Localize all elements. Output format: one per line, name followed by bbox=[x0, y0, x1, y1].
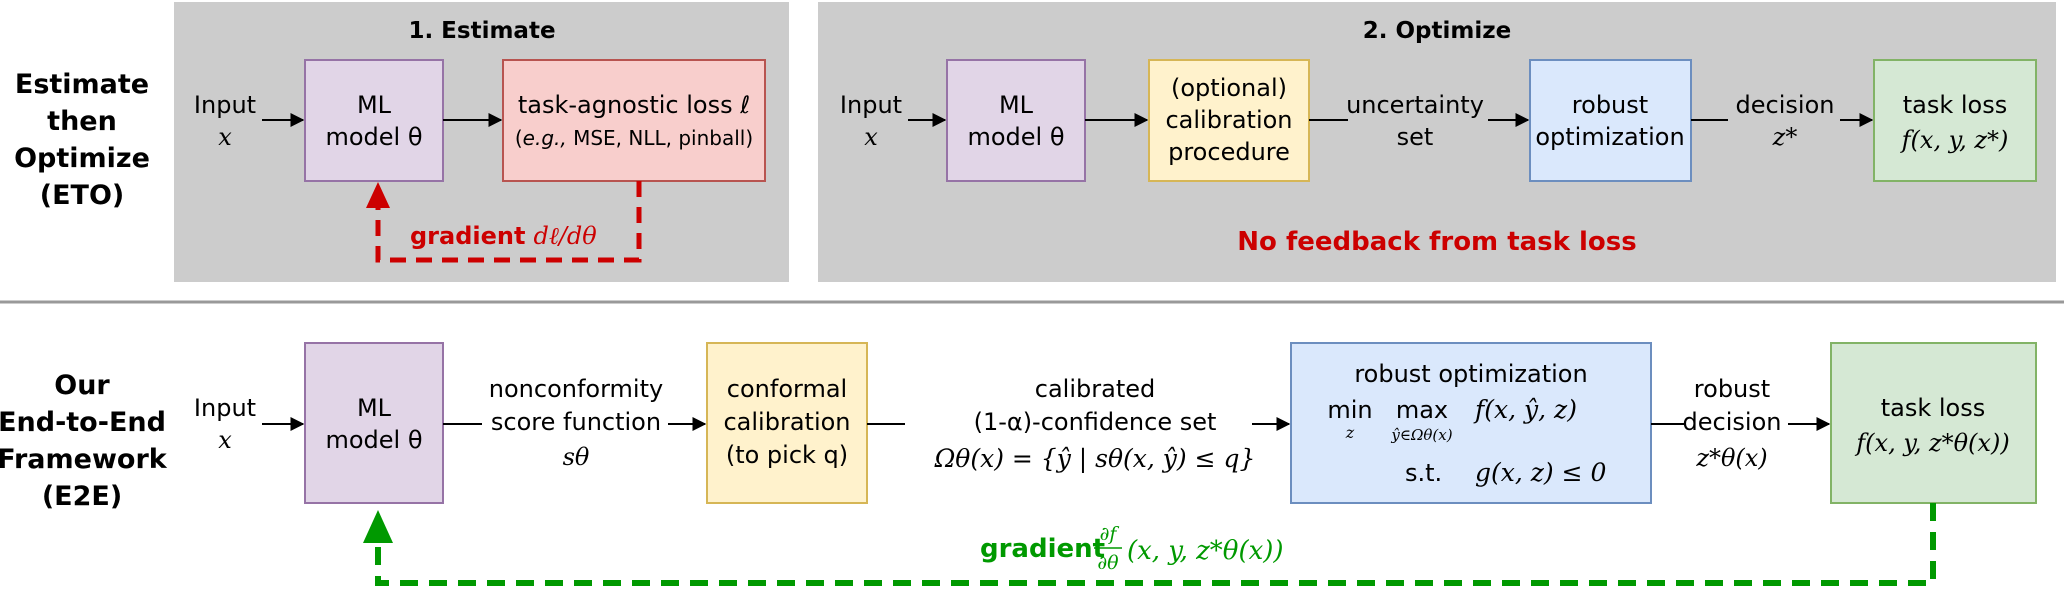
svg-text:s.t.: s.t. bbox=[1405, 459, 1442, 487]
eto-task-loss-line1: task loss bbox=[1903, 91, 2008, 119]
e2e-robust-title: robust optimization bbox=[1354, 360, 1587, 388]
svg-text:x: x bbox=[864, 123, 878, 151]
uncertainty-set-label: uncertainty set bbox=[1346, 91, 1484, 151]
confidence-set-label: calibrated (1-α)-confidence set Ωθ(x) = … bbox=[934, 375, 1256, 474]
estimate-gradient-feedback-arrow bbox=[375, 181, 642, 263]
svg-text:Framework: Framework bbox=[0, 444, 168, 475]
optimize-title: 2. Optimize bbox=[1363, 18, 1511, 44]
svg-text:then: then bbox=[47, 106, 117, 137]
conformal-calibration-box bbox=[706, 342, 868, 504]
score-function-label: nonconformity score function sθ bbox=[489, 375, 663, 471]
svg-text:robust: robust bbox=[1694, 375, 1770, 403]
svg-text:(E2E): (E2E) bbox=[42, 481, 122, 512]
e2e-gradient-feedback-arrow bbox=[375, 503, 1936, 586]
svg-text:calibrated: calibrated bbox=[1035, 375, 1155, 403]
eto-task-loss-box bbox=[1873, 59, 2037, 182]
e2e-task-loss-box bbox=[1830, 342, 2037, 504]
optimize-ml-model-box bbox=[946, 59, 1086, 182]
robust-constraint: s.t. g(x, z) ≤ 0 bbox=[1405, 458, 1607, 487]
robust-optimization-line1: robust bbox=[1572, 91, 1648, 119]
robust-decision-label: robust decision z*θ(x) bbox=[1683, 375, 1782, 472]
svg-text:Our: Our bbox=[54, 370, 110, 401]
estimate-ml-model-box bbox=[304, 59, 444, 182]
svg-text:Ωθ(x) = {ŷ | sθ(x, ŷ) ≤ q}: Ωθ(x) = {ŷ | sθ(x, ŷ) ≤ q} bbox=[934, 444, 1256, 474]
task-agnostic-loss-line1: task-agnostic loss ℓ bbox=[518, 91, 750, 119]
svg-text:x: x bbox=[218, 123, 232, 151]
task-agnostic-loss-box bbox=[502, 59, 766, 182]
svg-text:End-to-End: End-to-End bbox=[0, 407, 166, 438]
svg-text:Input: Input bbox=[840, 91, 902, 119]
conformal-calibration-line3: (to pick q) bbox=[726, 441, 848, 469]
svg-text:Optimize: Optimize bbox=[14, 143, 150, 174]
svg-text:g(x, z) ≤ 0: g(x, z) ≤ 0 bbox=[1475, 458, 1607, 487]
svg-text:Input: Input bbox=[194, 91, 256, 119]
svg-text:x: x bbox=[218, 426, 232, 454]
optimize-ml-model-line1: ML bbox=[999, 91, 1034, 119]
e2e-gradient-label: gradient ∂f ∂θ (x, y, z*θ(x)) bbox=[980, 523, 1284, 574]
conformal-calibration-line2: calibration bbox=[723, 408, 850, 436]
estimate-ml-model-line1: ML bbox=[357, 91, 392, 119]
svg-text:z*θ(x): z*θ(x) bbox=[1695, 444, 1767, 472]
svg-text:(x, y, z*θ(x)): (x, y, z*θ(x)) bbox=[1127, 536, 1284, 566]
svg-text:decision: decision bbox=[1736, 91, 1835, 119]
e2e-ml-model-line1: ML bbox=[357, 394, 392, 422]
robust-objective: min z max ŷ∈Ωθ(x) f(x, ŷ, z) bbox=[1327, 395, 1577, 444]
svg-text:decision: decision bbox=[1683, 408, 1782, 436]
estimate-gradient-arrowhead bbox=[366, 182, 390, 208]
svg-text:set: set bbox=[1397, 123, 1434, 151]
svg-text:∂f: ∂f bbox=[1100, 523, 1120, 545]
svg-text:f(x, ŷ, z): f(x, ŷ, z) bbox=[1473, 395, 1577, 424]
svg-text:gradient: gradient bbox=[980, 534, 1105, 564]
svg-text:max: max bbox=[1396, 396, 1448, 424]
svg-text:ŷ∈Ωθ(x): ŷ∈Ωθ(x) bbox=[1390, 426, 1452, 444]
e2e-gradient-arrowhead bbox=[363, 510, 393, 543]
e2e-ml-model-line2: model θ bbox=[325, 426, 422, 454]
estimate-input-label: Input x bbox=[194, 91, 256, 151]
svg-text:Estimate: Estimate bbox=[15, 69, 149, 100]
robust-optimization-box bbox=[1529, 59, 1692, 182]
eto-row-label: Estimate then Optimize (ETO) bbox=[14, 69, 150, 211]
e2e-row-label: Our End-to-End Framework (E2E) bbox=[0, 370, 168, 512]
decision-label: decision z* bbox=[1736, 91, 1835, 151]
optimize-input-label: Input x bbox=[840, 91, 902, 151]
estimate-ml-model-line2: model θ bbox=[325, 123, 422, 151]
svg-text:sθ: sθ bbox=[563, 443, 590, 471]
e2e-task-loss-formula: f(x, y, z*θ(x)) bbox=[1854, 429, 2009, 457]
e2e-input-label: Input x bbox=[194, 394, 256, 454]
optional-calibration-line2: calibration bbox=[1165, 106, 1292, 134]
eto-task-loss-formula: f(x, y, z*) bbox=[1900, 126, 2009, 154]
optional-calibration-line3: procedure bbox=[1168, 138, 1290, 166]
svg-text:min: min bbox=[1327, 396, 1372, 424]
svg-text:nonconformity: nonconformity bbox=[489, 375, 663, 403]
svg-text:∂θ: ∂θ bbox=[1097, 552, 1119, 574]
task-agnostic-loss-line2: (e.g., MSE, NLL, pinball) bbox=[515, 126, 753, 150]
svg-text:(ETO): (ETO) bbox=[40, 180, 125, 211]
conformal-calibration-line1: conformal bbox=[727, 375, 847, 403]
svg-text:uncertainty: uncertainty bbox=[1346, 91, 1484, 119]
optional-calibration-box bbox=[1148, 59, 1310, 182]
optimize-ml-model-line2: model θ bbox=[967, 123, 1064, 151]
e2e-task-loss-line1: task loss bbox=[1881, 394, 1986, 422]
svg-text:z*: z* bbox=[1772, 123, 1798, 151]
svg-text:(1-α)-confidence set: (1-α)-confidence set bbox=[974, 408, 1217, 436]
robust-optimization-line2: optimization bbox=[1535, 123, 1684, 151]
svg-text:score function: score function bbox=[491, 408, 661, 436]
svg-text:Input: Input bbox=[194, 394, 256, 422]
svg-text:z: z bbox=[1345, 423, 1355, 442]
e2e-ml-model-box bbox=[304, 342, 444, 504]
estimate-title: 1. Estimate bbox=[408, 18, 555, 44]
optional-calibration-line1: (optional) bbox=[1171, 74, 1287, 102]
e2e-robust-optimization-box bbox=[1290, 342, 1652, 504]
no-feedback-note: No feedback from task loss bbox=[1237, 227, 1636, 257]
